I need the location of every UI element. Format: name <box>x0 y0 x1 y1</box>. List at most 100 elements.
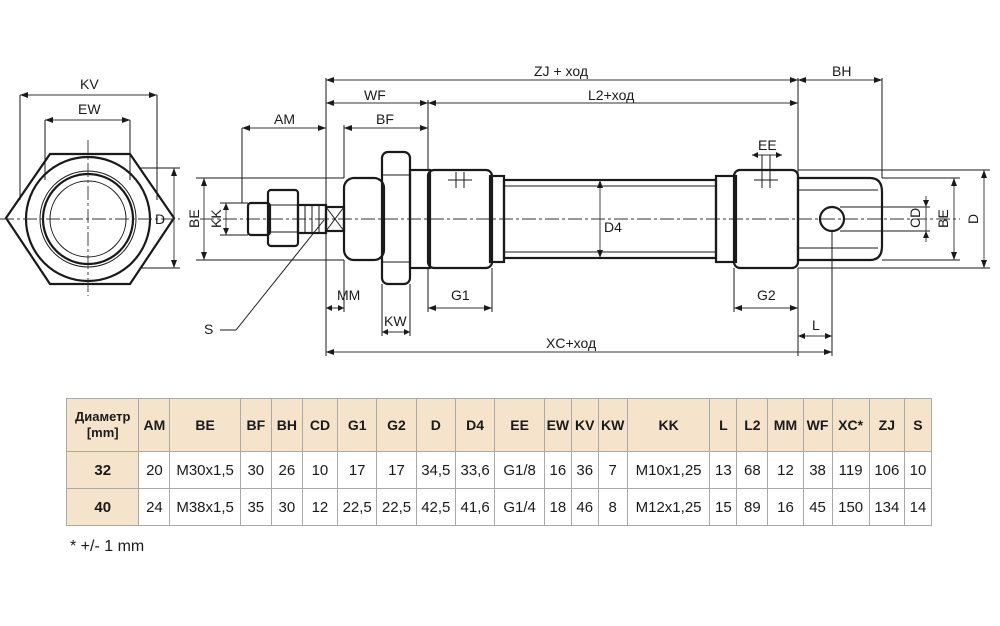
column-header: EW <box>543 398 572 452</box>
column-header: L2 <box>736 398 769 452</box>
label-bf: BF <box>376 111 394 127</box>
label-bh: BH <box>832 63 851 79</box>
table-cell: 7 <box>597 451 628 489</box>
column-header: KW <box>597 398 628 452</box>
label-wf: WF <box>364 87 386 103</box>
row-diameter: 32 <box>65 451 140 489</box>
table-cell: 18 <box>543 488 572 526</box>
column-header: S <box>903 398 933 452</box>
table-cell: G1/4 <box>494 488 545 526</box>
column-header: G1 <box>337 398 378 452</box>
column-header: G2 <box>376 398 417 452</box>
label-d-right: D <box>965 214 981 224</box>
table-cell: 24 <box>138 488 171 526</box>
table-cell: M12x1,25 <box>626 488 711 526</box>
label-s: S <box>204 321 213 337</box>
column-header: WF <box>802 398 833 452</box>
table-cell: 13 <box>709 451 738 489</box>
column-header: AM <box>138 398 171 452</box>
table-cell: 10 <box>301 451 339 489</box>
label-ew-top: EW <box>78 101 101 117</box>
table-cell: M38x1,5 <box>169 488 241 526</box>
table-cell: 89 <box>736 488 769 526</box>
label-d4: D4 <box>604 219 622 235</box>
side-view-cylinder <box>200 150 960 286</box>
column-header: EE <box>494 398 545 452</box>
column-header: BF <box>239 398 272 452</box>
column-header: D <box>415 398 456 452</box>
header-diameter-line1: Диаметр <box>74 409 131 424</box>
table-cell: 36 <box>570 451 599 489</box>
table-cell: 45 <box>802 488 833 526</box>
label-kw: KW <box>384 313 407 329</box>
label-ee: EE <box>758 137 777 153</box>
table-cell: 68 <box>736 451 769 489</box>
table-cell: 30 <box>270 488 303 526</box>
table-cell: 17 <box>337 451 378 489</box>
table-cell: 16 <box>543 451 572 489</box>
table-cell: 150 <box>831 488 870 526</box>
table-cell: G1/8 <box>494 451 545 489</box>
table-cell: 22,5 <box>376 488 417 526</box>
label-kv: KV <box>80 76 99 92</box>
table-cell: 14 <box>903 488 933 526</box>
table-cell: 20 <box>138 451 171 489</box>
table-cell: 134 <box>868 488 905 526</box>
table-cell: 15 <box>709 488 738 526</box>
table-cell: 22,5 <box>337 488 378 526</box>
label-xc: XC+ход <box>546 335 596 351</box>
label-l: L <box>812 317 820 333</box>
label-g2: G2 <box>757 287 776 303</box>
label-be-left: BE <box>186 209 202 228</box>
table-cell: M30x1,5 <box>169 451 241 489</box>
label-kk: KK <box>208 209 224 228</box>
row-diameter: 40 <box>65 488 140 526</box>
side-view-dimensions <box>196 77 990 356</box>
label-am: AM <box>274 111 295 127</box>
column-header: MM <box>767 398 804 452</box>
table-cell: 10 <box>903 451 933 489</box>
table-cell: 26 <box>270 451 303 489</box>
column-header: D4 <box>454 398 496 452</box>
footnote: * +/- 1 mm <box>70 538 145 555</box>
table-cell: 34,5 <box>415 451 456 489</box>
column-header: BE <box>169 398 241 452</box>
table-cell: 30 <box>239 451 272 489</box>
table-cell: 106 <box>868 451 905 489</box>
column-header: XC* <box>831 398 870 452</box>
end-view-hexagon <box>0 92 180 296</box>
column-header: ZJ <box>868 398 905 452</box>
label-be-right: BE <box>935 209 951 228</box>
label-l2: L2+ход <box>588 87 634 103</box>
table-cell: 33,6 <box>454 451 496 489</box>
label-zj: ZJ + ход <box>534 63 588 79</box>
column-header: CD <box>301 398 339 452</box>
table-cell: 35 <box>239 488 272 526</box>
label-g1: G1 <box>451 287 470 303</box>
label-mm: MM <box>337 287 360 303</box>
table-cell: 17 <box>376 451 417 489</box>
label-d-left: D <box>155 211 165 227</box>
table-cell: 42,5 <box>415 488 456 526</box>
table-cell: 46 <box>570 488 599 526</box>
table-cell: 8 <box>597 488 628 526</box>
table-cell: 12 <box>767 451 804 489</box>
table-cell: 41,6 <box>454 488 496 526</box>
cylinder-dimension-drawing: KV EW D <box>0 63 990 356</box>
table-cell: 16 <box>767 488 804 526</box>
header-diameter-line2: [mm] <box>86 425 119 440</box>
label-cd: CD <box>907 208 923 228</box>
header-diameter: Диаметр [mm] <box>65 398 140 452</box>
column-header: KK <box>626 398 711 452</box>
table-cell: 38 <box>802 451 833 489</box>
table-cell: 119 <box>831 451 870 489</box>
table-cell: 12 <box>301 488 339 526</box>
column-header: BH <box>270 398 303 452</box>
table-cell: M10x1,25 <box>626 451 711 489</box>
column-header: L <box>709 398 738 452</box>
